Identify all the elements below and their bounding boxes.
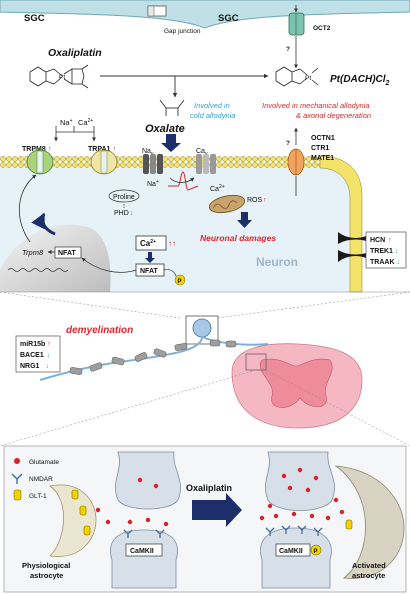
activated-label-1: Activated — [352, 561, 386, 570]
proline-label: Proline — [113, 194, 135, 201]
channel-list-box — [365, 231, 407, 269]
mech-allodynia-text-1: Involved in mechanical allodynia — [262, 101, 370, 110]
phosphate-icon — [174, 274, 186, 286]
transporter-question: ? — [286, 140, 290, 147]
camkii-left: CaMKII — [130, 548, 154, 555]
legend-nmdar: NMDAR — [29, 476, 53, 483]
postsynaptic-terminal-right — [260, 527, 332, 589]
oxaliplatin-pt-atom: Pt — [59, 74, 65, 81]
sgc-left-label: SGC — [24, 13, 45, 24]
mitochondrion-icon — [208, 194, 246, 214]
pt-dach-structure-icon — [275, 66, 319, 87]
glt1-right — [345, 519, 353, 530]
neuron-label: Neuron — [256, 255, 298, 269]
oct2-question: ? — [286, 46, 290, 53]
nmdar-legend-icon — [11, 473, 23, 484]
presynaptic-terminal-right — [265, 451, 335, 511]
middle-panel: demyelination miR15b↑ BACE1↓ NRG1↓ — [0, 315, 410, 447]
phosphate-bottom-icon — [310, 544, 322, 556]
mate1-label: MATE1 — [311, 155, 334, 162]
ca-box-label: Ca2+ — [140, 239, 156, 248]
treatment-arrow-icon — [192, 493, 242, 527]
astrocyte-right — [334, 465, 405, 579]
bottom-panel: Glutamate NMDAR GLT-1 CaMKII Oxaliplatin — [3, 445, 407, 593]
gap-junction-label: Gap junction — [164, 28, 201, 35]
activated-label-2: astrocyte — [352, 571, 385, 580]
myelin-segments — [69, 339, 237, 375]
pt-dach-product: Pt(DACH)Cl2 — [330, 74, 390, 87]
ca-ion-top: Ca2+ — [78, 118, 93, 127]
glutamate-left — [95, 477, 169, 527]
cold-allodynia-text-1: Involved in — [194, 101, 230, 110]
oxaliplatin-bottom-label: Oxaliplatin — [186, 483, 232, 493]
oxaliplatin-title: Oxaliplatin — [48, 47, 102, 59]
nav-channel-icon — [143, 154, 163, 174]
ca-increase-arrows: ↑↑ — [168, 239, 176, 248]
zoom-box — [245, 353, 267, 371]
ca-out-label: Ca2+ — [210, 184, 225, 193]
cav-channel-icon — [196, 154, 216, 174]
action-potential-trace — [168, 171, 199, 191]
glt1-legend-icon — [13, 489, 22, 501]
postsynaptic-terminal-left — [110, 529, 178, 589]
trpm8-label: TRPM8↑ — [22, 146, 51, 153]
nmdar-left — [123, 529, 165, 538]
nfat-cyto-label: NFAT — [140, 268, 158, 275]
neuronal-damage-arrow-icon — [237, 212, 252, 228]
phospho-bottom: P — [314, 549, 318, 555]
phd-label: PHD↓ — [114, 210, 133, 217]
oxalate-structure-icon — [159, 99, 185, 116]
mech-allodynia-text-2: & axonal degeneration — [296, 111, 371, 120]
mir15b-label: miR15b↑ — [20, 341, 51, 348]
oxalate-label: Oxalate — [145, 123, 185, 135]
sgc-membrane — [0, 0, 410, 29]
demyelination-label: demyelination — [66, 325, 133, 336]
legend-glutamate: Glutamate — [29, 459, 59, 466]
trpa1-label: TRPA1↑ — [88, 146, 116, 153]
oxaliplatin-structure-icon — [29, 64, 89, 89]
oxalate-down-arrow-icon — [161, 134, 181, 152]
phospho-top: P — [178, 279, 182, 285]
pt-dach-pt-atom: Pt — [305, 75, 311, 82]
oct2-channel-icon — [288, 5, 305, 36]
astrocyte-left — [49, 484, 97, 557]
na-ion-top: Na+ — [60, 118, 73, 127]
octn1-label: OCTN1 — [311, 135, 335, 142]
trpa1-channel-icon — [90, 149, 118, 175]
nfat-nuclear-label: NFAT — [58, 250, 76, 257]
camkii-right: CaMKII — [279, 548, 303, 555]
nrg1-label: NRG1↓ — [20, 363, 49, 370]
ctr1-label: CTR1 — [311, 145, 329, 152]
sgc-right-label: SGC — [218, 13, 239, 24]
trek1-label: TREK1↓ — [370, 248, 398, 255]
presynaptic-terminal-left — [115, 451, 181, 510]
top-panel: SGC SGC Gap junction OCT2 ? Oxaliplatin … — [0, 0, 410, 293]
dna-strand — [7, 268, 69, 272]
nmdar-right — [265, 525, 323, 536]
gray-matter — [259, 358, 333, 408]
trpm8-gene-label: Trpm8 — [22, 248, 44, 257]
glt1-left — [71, 489, 91, 536]
hcn-label: HCN↑ — [370, 237, 392, 244]
bace1-label: BACE1↓ — [20, 352, 50, 359]
organic-transporter-icon — [287, 148, 305, 176]
physiological-label-2: astrocyte — [30, 571, 63, 580]
potassium-channel-icon — [338, 232, 372, 262]
ros-label: ROS↑ — [247, 197, 267, 204]
neuronal-damages-text: Neuronal damages — [200, 233, 276, 243]
glutamate-right — [259, 467, 345, 521]
neuron-soma-icon — [192, 318, 212, 338]
physiological-label-1: Physiological — [22, 561, 70, 570]
traak-label: TRAAK↓ — [370, 259, 400, 266]
glutamate-legend-icon — [14, 458, 20, 464]
cold-allodynia-text-2: cold allodynia — [190, 111, 235, 120]
demyelination-gene-box — [15, 335, 61, 373]
legend-glt1: GLT-1 — [29, 493, 47, 500]
oct2-label: OCT2 — [313, 25, 331, 32]
trpm8-channel-icon — [26, 149, 54, 175]
na-out-label: Na+ — [147, 179, 159, 188]
